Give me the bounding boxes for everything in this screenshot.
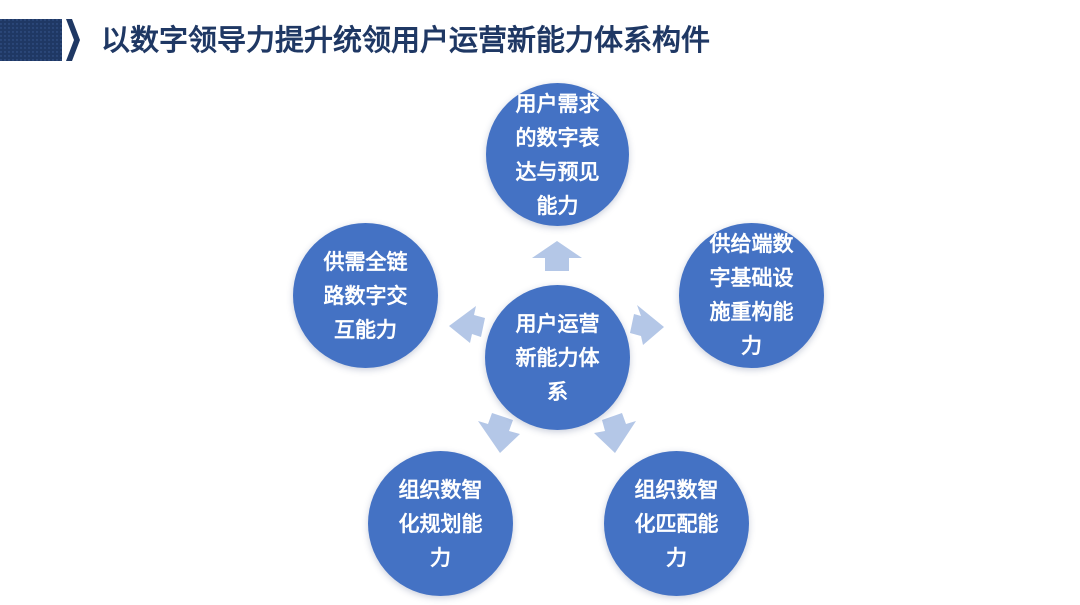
center-circle-label: 用户运营 新能力体 系 bbox=[515, 312, 600, 404]
right-circle: 供给端数 字基础设 施重构能 力 bbox=[679, 223, 824, 368]
arrow-up-icon bbox=[532, 241, 582, 271]
header-marker-icon bbox=[0, 19, 80, 61]
arrow-right-icon bbox=[630, 305, 664, 345]
left-circle-label: 供需全链 路数字交 互能力 bbox=[323, 250, 408, 342]
top-circle-label: 用户需求 的数字表 达与预见 能力 bbox=[515, 92, 600, 218]
center-circle: 用户运营 新能力体 系 bbox=[485, 285, 630, 430]
right-circle-label: 供给端数 字基础设 施重构能 力 bbox=[709, 232, 794, 358]
bottom-left-circle-label: 组织数智 化规划能 力 bbox=[398, 478, 483, 570]
bottom-right-circle-label: 组织数智 化匹配能 力 bbox=[634, 478, 719, 570]
arrow-down-left-icon bbox=[478, 413, 520, 453]
top-circle: 用户需求 的数字表 达与预见 能力 bbox=[486, 83, 629, 226]
bottom-right-circle: 组织数智 化匹配能 力 bbox=[604, 451, 749, 596]
bottom-left-circle: 组织数智 化规划能 力 bbox=[368, 451, 513, 596]
page-title: 以数字领导力提升统领用户运营新能力体系构件 bbox=[101, 23, 711, 57]
arrow-down-right-icon bbox=[594, 413, 636, 453]
arrow-left-icon bbox=[449, 306, 485, 343]
left-circle: 供需全链 路数字交 互能力 bbox=[293, 223, 438, 368]
